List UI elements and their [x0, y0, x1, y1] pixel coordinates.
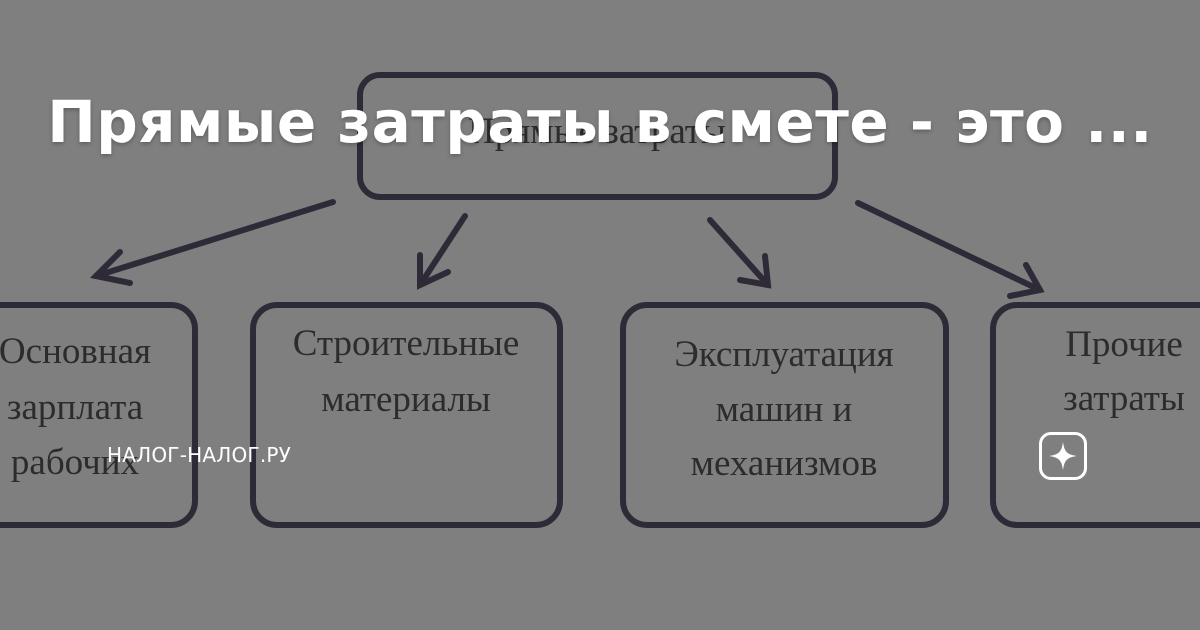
- arrow-left: [89, 199, 336, 286]
- diagram-box-4-line-2: затраты: [1063, 378, 1185, 419]
- diagram-box-1-line-2: зарплата: [7, 387, 143, 428]
- diagram-box-3-line-2: машин и: [716, 389, 853, 430]
- arrow-center-right: [707, 217, 772, 289]
- diagram-box-1-line-1: Основная: [0, 331, 151, 372]
- diagram-box-3-line-3: механизмов: [691, 443, 878, 484]
- diagram-top-box-label: Прямые затраты: [468, 111, 726, 152]
- diagram-box-1: Основная зарплата рабочих: [0, 302, 198, 528]
- diagram-box-3-line-1: Эксплуатация: [674, 334, 893, 375]
- sparkle-star-icon[interactable]: [1039, 432, 1087, 480]
- arrow-center-left: [417, 213, 468, 290]
- diagram-box-3: Эксплуатация машин и механизмов: [620, 302, 949, 528]
- diagram-box-1-line-3: рабочих: [11, 442, 140, 483]
- diagram-top-box: [357, 72, 838, 200]
- arrow-right: [855, 200, 1045, 299]
- diagram-box-2-line-1: Строительные: [293, 323, 520, 364]
- source-label[interactable]: НАЛОГ-НАЛОГ.РУ: [107, 443, 292, 467]
- diagram-box-2-line-2: материалы: [321, 379, 491, 420]
- diagram-box-4: Прочие затраты: [990, 302, 1200, 528]
- diagram-box-2: Строительные материалы: [250, 302, 563, 528]
- page-title: Прямые затраты в смете - это ...: [47, 88, 1153, 156]
- diagram-box-4-line-1: Прочие: [1065, 324, 1183, 365]
